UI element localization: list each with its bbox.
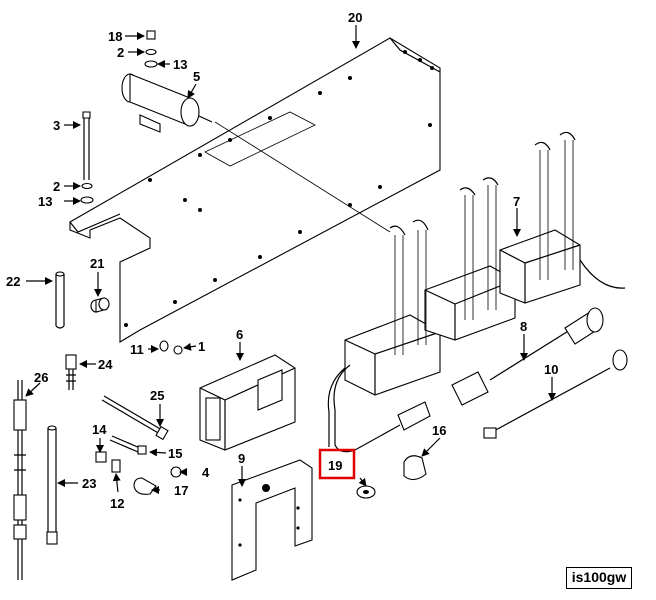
callout-2-top: 2 xyxy=(117,45,124,60)
callout-9: 9 xyxy=(238,451,245,466)
callout-7: 7 xyxy=(513,194,520,209)
callout-17: 17 xyxy=(174,483,188,498)
callout-6: 6 xyxy=(236,327,243,342)
leader-lines xyxy=(214,121,391,233)
callout-19-highlight-box xyxy=(318,448,356,480)
callout-1: 1 xyxy=(198,339,205,354)
callout-24: 24 xyxy=(98,357,113,372)
spacer-part xyxy=(90,297,110,313)
callout-4: 4 xyxy=(202,465,210,480)
callout-5: 5 xyxy=(193,69,200,84)
callout-18: 18 xyxy=(108,29,122,44)
callout-10: 10 xyxy=(544,362,558,377)
mounting-bracket-part xyxy=(231,459,313,581)
callout-20: 20 xyxy=(348,10,362,25)
callout-25: 25 xyxy=(150,388,164,403)
hardware-stack-top xyxy=(144,30,158,68)
callout-26: 26 xyxy=(34,370,48,385)
clamp-part xyxy=(403,455,427,481)
standoff-rod-part xyxy=(55,271,65,329)
small-hardware-11-1 xyxy=(159,340,183,355)
callout-arrows xyxy=(25,25,556,494)
long-bolt-part xyxy=(80,111,94,204)
callout-3: 3 xyxy=(53,118,60,133)
callout-13-left: 13 xyxy=(38,194,52,209)
junction-box-assembly xyxy=(327,131,626,453)
callout-22: 22 xyxy=(6,274,20,289)
callout-8: 8 xyxy=(520,319,527,334)
power-module-part xyxy=(199,354,296,451)
terminal-stud-part xyxy=(65,354,77,390)
callout-21: 21 xyxy=(90,256,104,271)
washer-part xyxy=(356,485,376,499)
cable-connector-part xyxy=(451,307,604,406)
callout-11: 11 xyxy=(130,342,144,357)
mounting-panel-part xyxy=(69,37,441,343)
callout-19: 19 xyxy=(328,458,342,473)
callout-13-top: 13 xyxy=(173,57,187,72)
sensor-probe-part xyxy=(13,380,27,580)
callout-14: 14 xyxy=(92,422,107,437)
capacitor-part xyxy=(121,73,213,133)
callout-16: 16 xyxy=(432,423,446,438)
long-probe-part xyxy=(46,425,58,545)
callout-23: 23 xyxy=(82,476,96,491)
diagram-reference-code: is100gw xyxy=(566,567,632,589)
callout-15: 15 xyxy=(168,446,182,461)
callout-12: 12 xyxy=(110,496,124,511)
bolt-set-part xyxy=(95,395,182,495)
callout-labels: 18 2 13 5 20 3 2 13 22 21 11 1 6 24 26 2… xyxy=(6,10,558,511)
callout-2-left: 2 xyxy=(53,179,60,194)
